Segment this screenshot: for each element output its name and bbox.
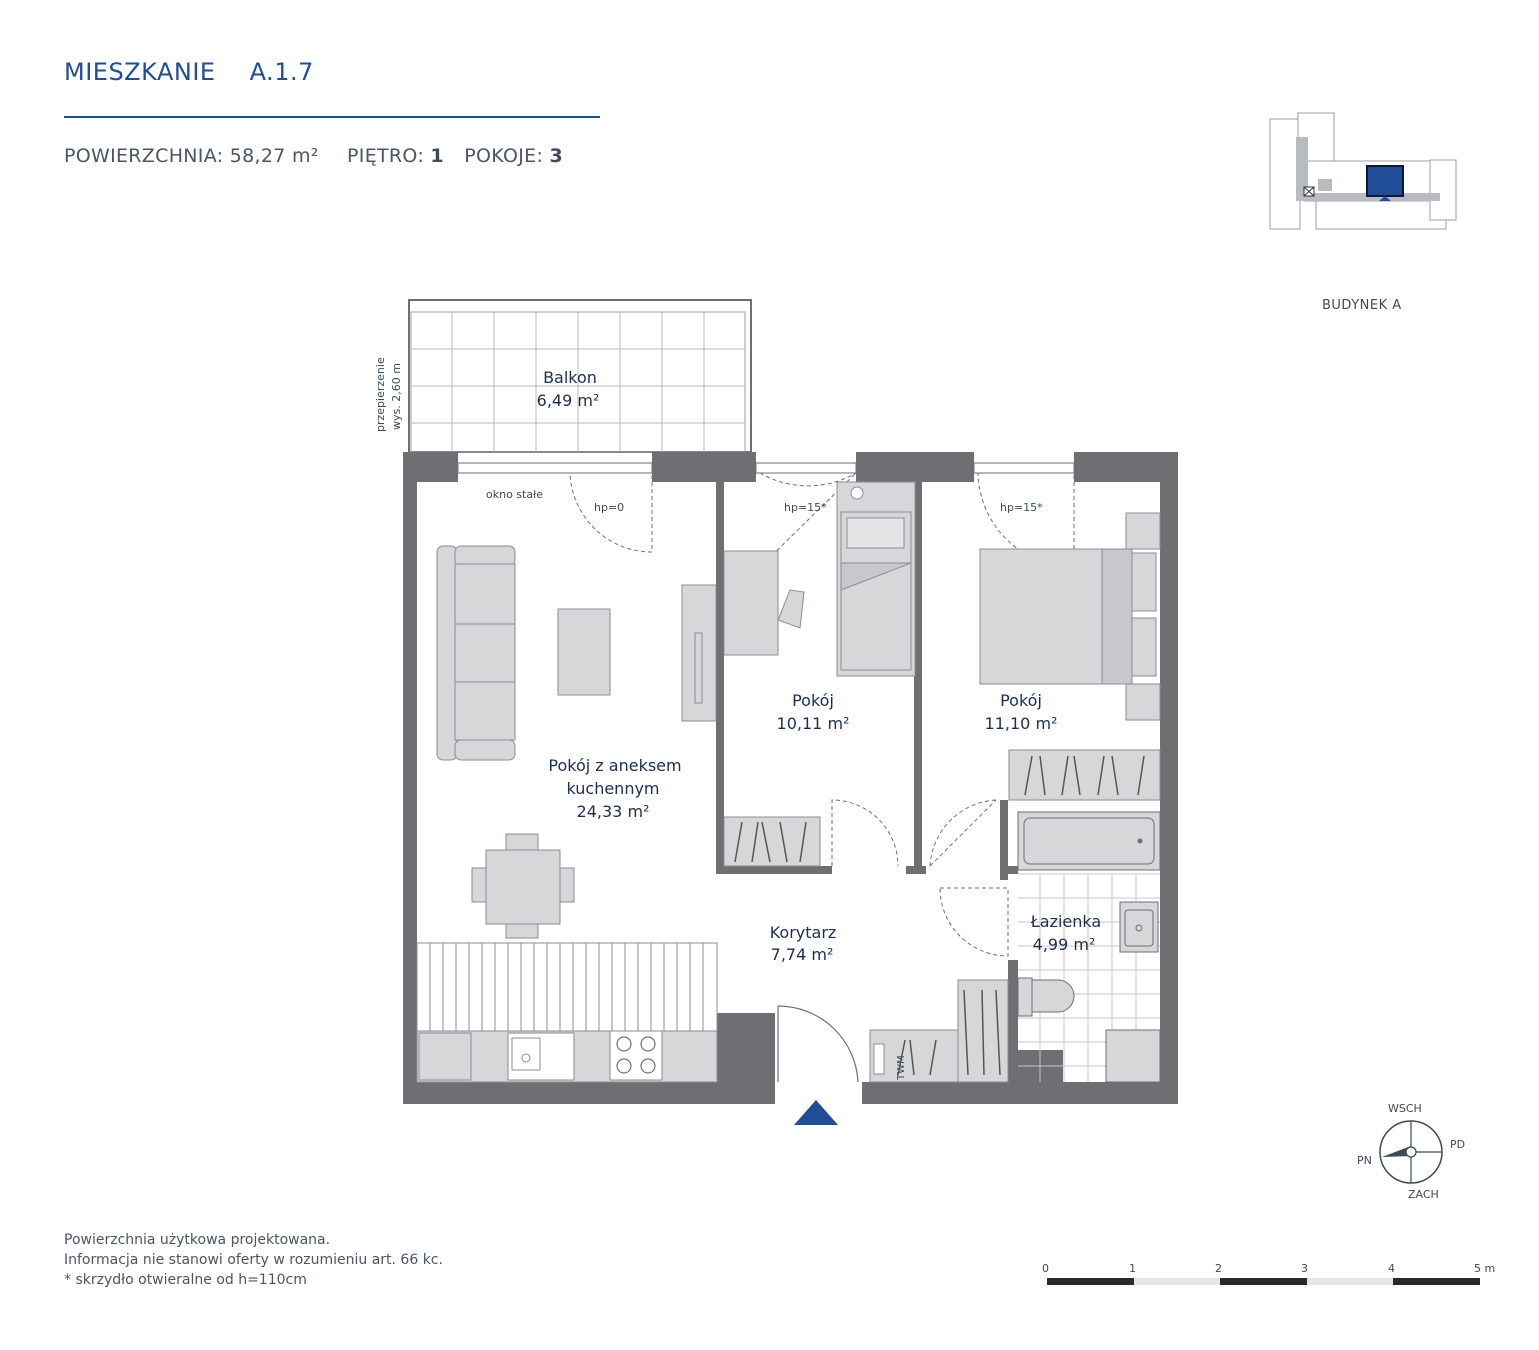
windows (457, 462, 1075, 474)
living-room-area: 24,33 m² (577, 802, 650, 821)
floor-label: PIĘTRO: (347, 145, 425, 167)
rooms-value: 3 (549, 145, 564, 167)
area-value: 58,27 m² (229, 145, 319, 167)
living-furniture (436, 545, 717, 939)
note-window: * skrzydło otwieralne od h=110cm (64, 1272, 307, 1288)
entrance-door (777, 1005, 859, 1083)
compass-zach: ZACH (1408, 1188, 1439, 1201)
scale-tick-3: 3 (1301, 1262, 1308, 1275)
room1-label: Pokój (792, 691, 834, 710)
living-room-label-2: kuchennym (566, 779, 659, 798)
bathroom (1017, 811, 1161, 1083)
scale-tick-2: 2 (1215, 1262, 1222, 1275)
note-area: Powierzchnia użytkowa projektowana. (64, 1232, 331, 1248)
bathroom-label: Łazienka (1030, 912, 1101, 931)
balcony-area: 6,49 m² (537, 391, 600, 410)
partition-label: przepierzenie (374, 357, 387, 432)
corridor-area: 7,74 m² (771, 945, 834, 964)
door-swings (831, 799, 1009, 957)
washer-label: TWM (896, 1055, 907, 1081)
scale-tick-5: 5 m (1474, 1262, 1495, 1275)
room2-area: 11,10 m² (985, 714, 1058, 733)
corridor-wardrobe: TWM (869, 979, 1009, 1083)
window-hp15-room2: hp=15* (1000, 501, 1043, 514)
apartment-label: MIESZKANIE (64, 58, 216, 86)
fixed-window-label: okno stałe (486, 488, 543, 501)
room1-furniture (723, 481, 916, 867)
compass-pd: PD (1450, 1138, 1465, 1151)
scale-bar (1047, 1278, 1480, 1285)
floor-value: 1 (430, 145, 444, 167)
area-label: POWIERZCHNIA: (64, 145, 224, 167)
entrance-marker (794, 1100, 838, 1125)
room1-area: 10,11 m² (777, 714, 850, 733)
walls (403, 452, 1178, 1104)
living-room-label: Pokój z aneksem (548, 756, 681, 775)
scale-tick-1: 1 (1129, 1262, 1136, 1275)
corridor-label: Korytarz (770, 923, 837, 942)
apartment-summary: POWIERZCHNIA: 58,27 m² PIĘTRO: 1 POKOJE:… (64, 145, 563, 167)
window-hp15-room1: hp=15* (784, 501, 827, 514)
rooms-label: POKOJE: (464, 145, 544, 167)
partition-height: wys. 2,60 m (390, 363, 403, 430)
header-divider (64, 116, 600, 118)
balcony-label: Balkon (543, 368, 597, 387)
apartment-code: A.1.7 (249, 58, 314, 86)
apartment-title: MIESZKANIE A.1.7 (64, 58, 314, 86)
bathroom-area: 4,99 m² (1033, 935, 1096, 954)
building-key-plan (1269, 112, 1457, 230)
room2-furniture (979, 512, 1161, 801)
compass-wsch: WSCH (1388, 1102, 1422, 1115)
footnotes: Powierzchnia użytkowa projektowana. Info… (64, 1230, 443, 1290)
scale-tick-0: 0 (1042, 1262, 1049, 1275)
scale-tick-4: 4 (1388, 1262, 1395, 1275)
compass-pn: PN (1357, 1154, 1372, 1167)
room2-label: Pokój (1000, 691, 1042, 710)
balcony (408, 299, 752, 453)
note-legal: Informacja nie stanowi oferty w rozumien… (64, 1252, 443, 1268)
compass (1379, 1120, 1443, 1184)
window-hp0: hp=0 (594, 501, 624, 514)
kitchen-counter (416, 942, 718, 1083)
building-label: BUDYNEK A (1322, 298, 1402, 313)
